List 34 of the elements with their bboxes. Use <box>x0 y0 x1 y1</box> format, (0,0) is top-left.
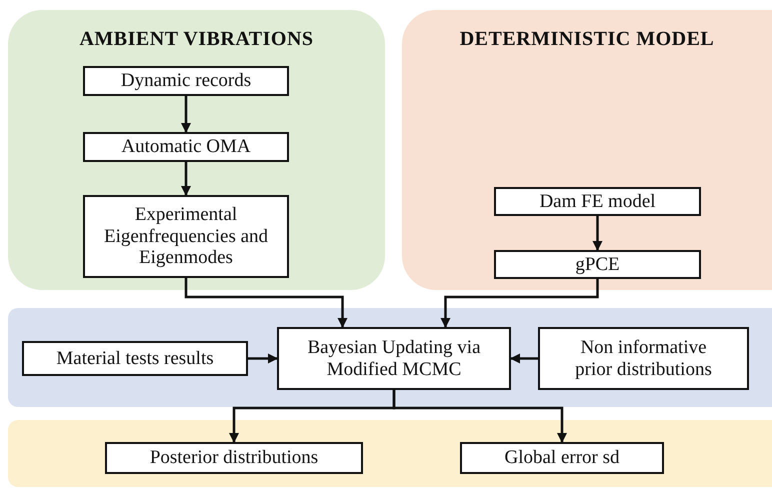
box-label: Material tests results <box>56 348 214 370</box>
arrow <box>592 216 602 251</box>
section-heading: AMBIENT VIBRATIONS <box>78 28 315 51</box>
section-band <box>8 420 772 487</box>
section-heading: DETERMINISTIC MODEL <box>458 28 716 51</box>
box-label: Non informative prior distributions <box>574 336 713 380</box>
box-label: Posterior distributions <box>150 447 318 469</box>
arrow <box>248 354 278 364</box>
section-band <box>8 308 772 407</box>
process-box <box>105 442 363 474</box>
box-label: Dam FE model <box>539 190 656 212</box>
arrow <box>181 96 191 133</box>
section-panel <box>402 10 772 290</box>
process-box <box>460 442 664 474</box>
box-label: Global error sd <box>504 447 620 469</box>
process-box <box>83 195 289 278</box>
box-label: Bayesian Updating via Modified MCMC <box>307 336 481 380</box>
box-label: Automatic OMA <box>121 136 251 158</box>
process-box <box>22 341 248 376</box>
process-box <box>494 250 701 279</box>
arrow <box>392 390 567 443</box>
process-box <box>83 132 289 162</box>
arrow <box>510 354 538 364</box>
box-label: Dynamic records <box>120 70 252 92</box>
section-panel <box>8 10 385 290</box>
process-box <box>538 327 749 390</box>
process-box <box>277 327 511 390</box>
arrow <box>181 162 191 196</box>
arrow <box>440 279 599 328</box>
process-box <box>83 66 289 96</box>
box-label: Experimental Eigenfrequencies and Eigenmodes <box>103 204 269 270</box>
box-label: gPCE <box>575 254 620 276</box>
process-box <box>494 187 701 216</box>
arrow <box>184 278 348 328</box>
